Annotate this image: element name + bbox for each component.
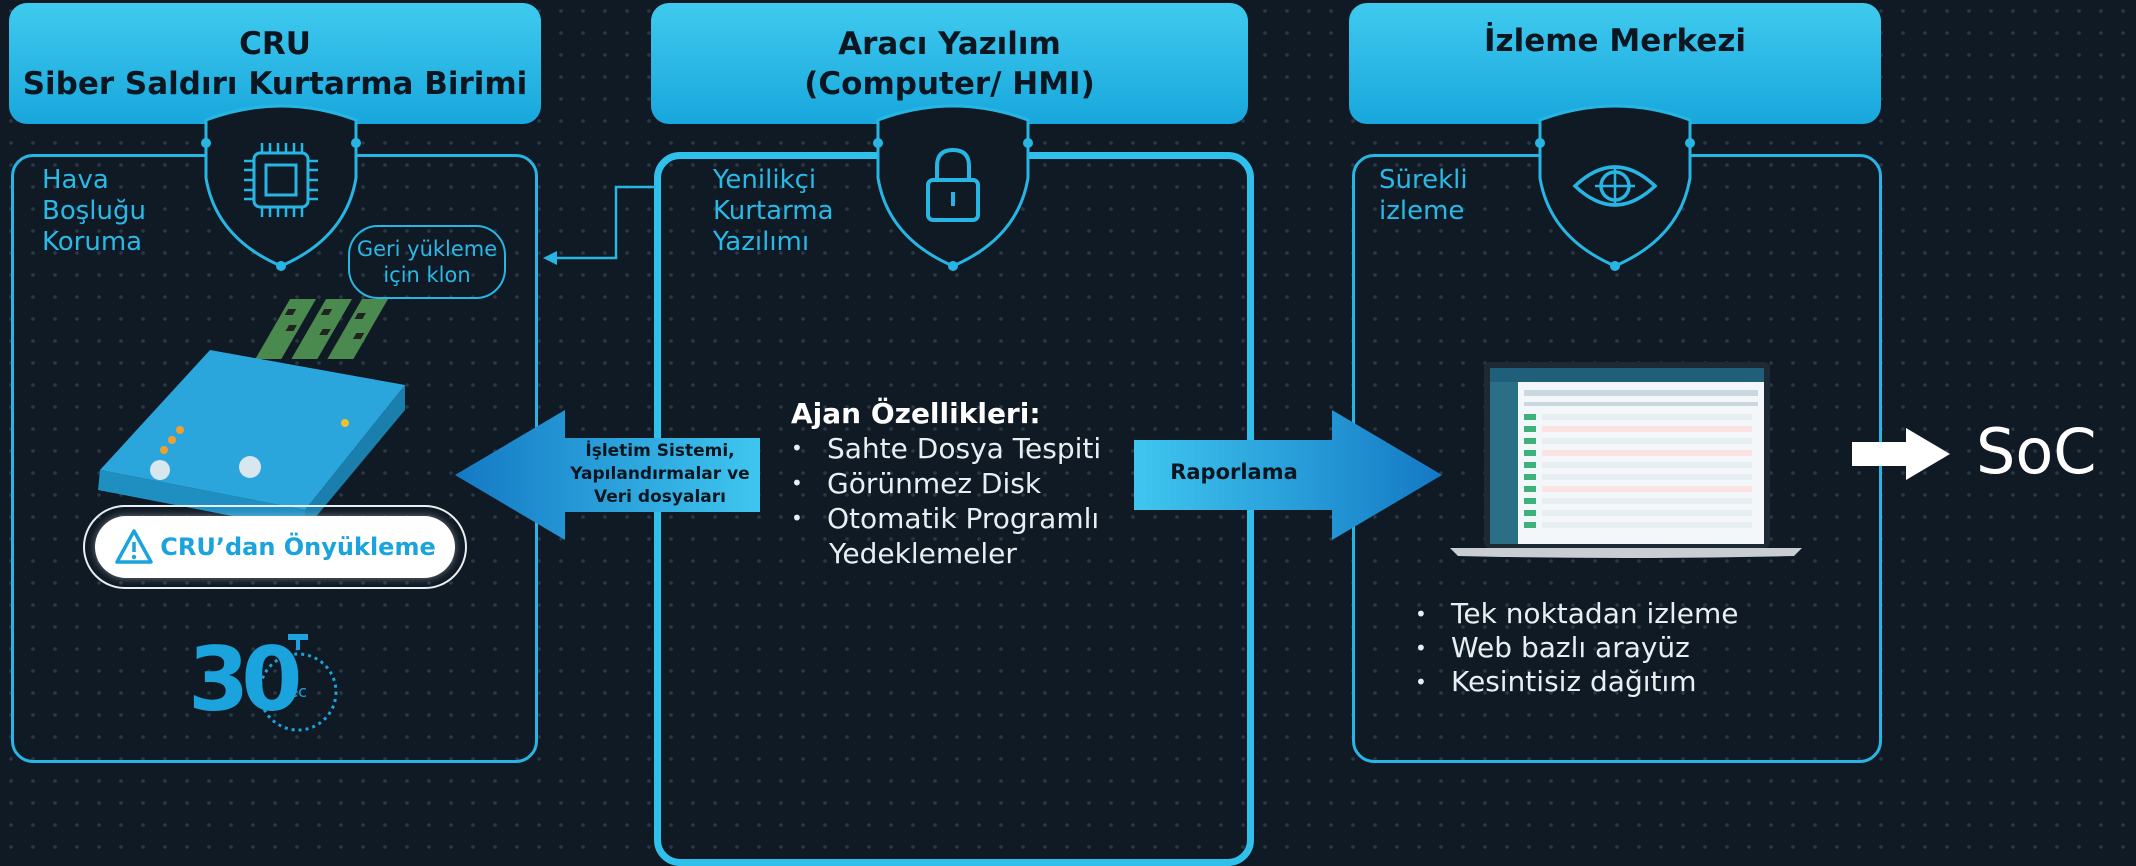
middleware-title: Aracı Yazılım [838,25,1061,62]
agent-feature-item: Otomatik Programlı [791,501,1101,536]
middleware-subtitle: (Computer/ HMI) [804,65,1095,102]
monitoring-bullets: Tek noktadan izleme Web bazlı arayüz Kes… [1415,597,1738,699]
laptop-dashboard-image [1450,362,1802,558]
soc-label: SoC [1976,415,2097,488]
agent-feature-continuation: Yedeklemeler [829,537,1017,570]
warning-triangle-icon [115,529,153,564]
timer-30-sec: 30 sec [188,628,338,742]
monitoring-bullet-item: Tek noktadan izleme [1415,597,1738,631]
stopwatch-icon [258,634,338,732]
clone-connector-arrow [543,185,656,265]
timer-value: 30 [188,628,303,731]
middleware-header: Aracı Yazılım (Computer/ HMI) [651,3,1248,124]
monitoring-title: İzleme Merkezi [1484,23,1746,59]
lock-shield-icon [873,104,1033,271]
monitoring-feature-text: Sürekli izleme [1379,165,1468,226]
boot-badge-label: CRU’dan Önyükleme [160,533,436,561]
monitoring-bullet-item: Web bazlı arayüz [1415,631,1738,665]
os-config-data-arrow: İşletim Sistemi, Yapılandırmalar ve Veri… [455,410,765,540]
agent-features-title: Ajan Özellikleri: [791,397,1041,430]
cru-device-image [98,299,405,525]
cru-title: CRU [239,25,311,62]
boot-from-cru-badge[interactable]: CRU’dan Önyükleme [83,505,467,589]
agent-feature-item: Görünmez Disk [791,466,1101,501]
chip-shield-icon [201,104,361,271]
monitoring-header: İzleme Merkezi [1349,3,1881,124]
reporting-label: Raporlama [1170,460,1298,484]
timer-unit: sec [280,682,307,701]
monitoring-bullet-item: Kesintisiz dağıtım [1415,665,1738,699]
middleware-feature-text: Yenilikçi Kurtarma Yazılımı [713,165,834,257]
cru-subtitle: Siber Saldırı Kurtarma Birimi [22,65,528,102]
agent-feature-item: Sahte Dosya Tespiti [791,431,1101,466]
clone-label: Geri yükleme için klon [348,225,506,299]
cru-feature-text: Hava Boşluğu Koruma [42,165,146,257]
agent-features: Ajan Özellikleri: Sahte Dosya Tespiti Gö… [791,396,1101,571]
cru-header: CRU Siber Saldırı Kurtarma Birimi [9,3,541,124]
soc-arrow-icon [1852,428,1950,480]
eye-target-shield-icon [1535,104,1695,271]
reporting-arrow: Raporlama [1134,410,1444,540]
